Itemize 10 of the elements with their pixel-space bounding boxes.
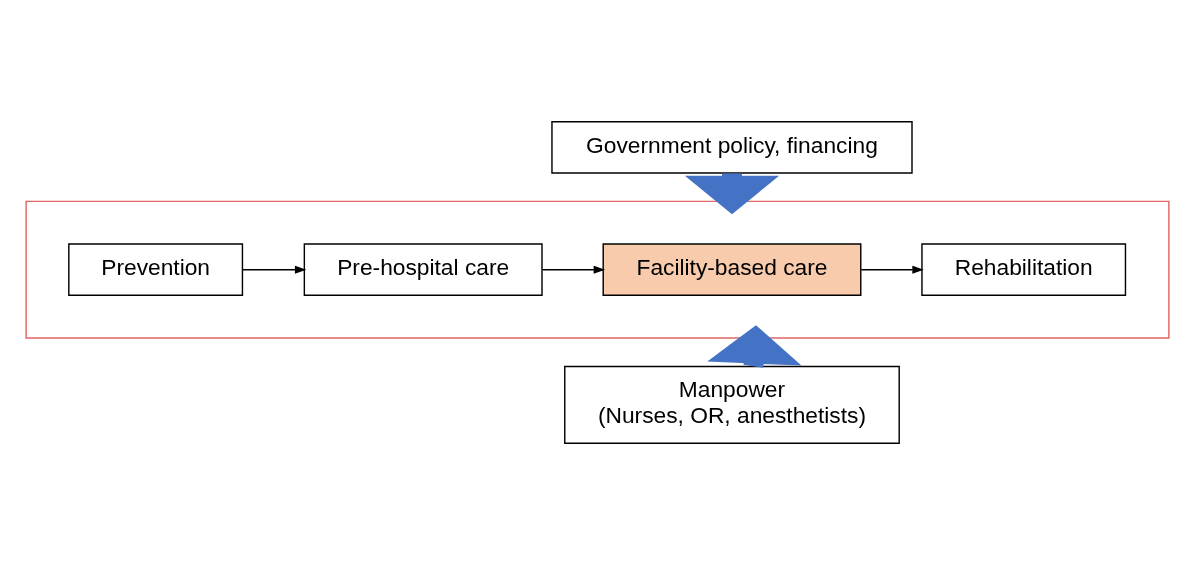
node-box: Government policy, financing xyxy=(551,121,913,174)
node-box: Facility-based care xyxy=(602,243,862,296)
node-box: Pre-hospital care xyxy=(303,243,543,296)
arrow xyxy=(860,265,924,274)
cluster xyxy=(25,200,1170,339)
arrow xyxy=(541,265,606,274)
node-box: Prevention xyxy=(68,243,244,296)
node-box: Manpower (Nurses, OR, anesthetists) xyxy=(564,365,900,444)
node-box: Rehabilitation xyxy=(921,243,1127,296)
arrow xyxy=(242,265,307,274)
